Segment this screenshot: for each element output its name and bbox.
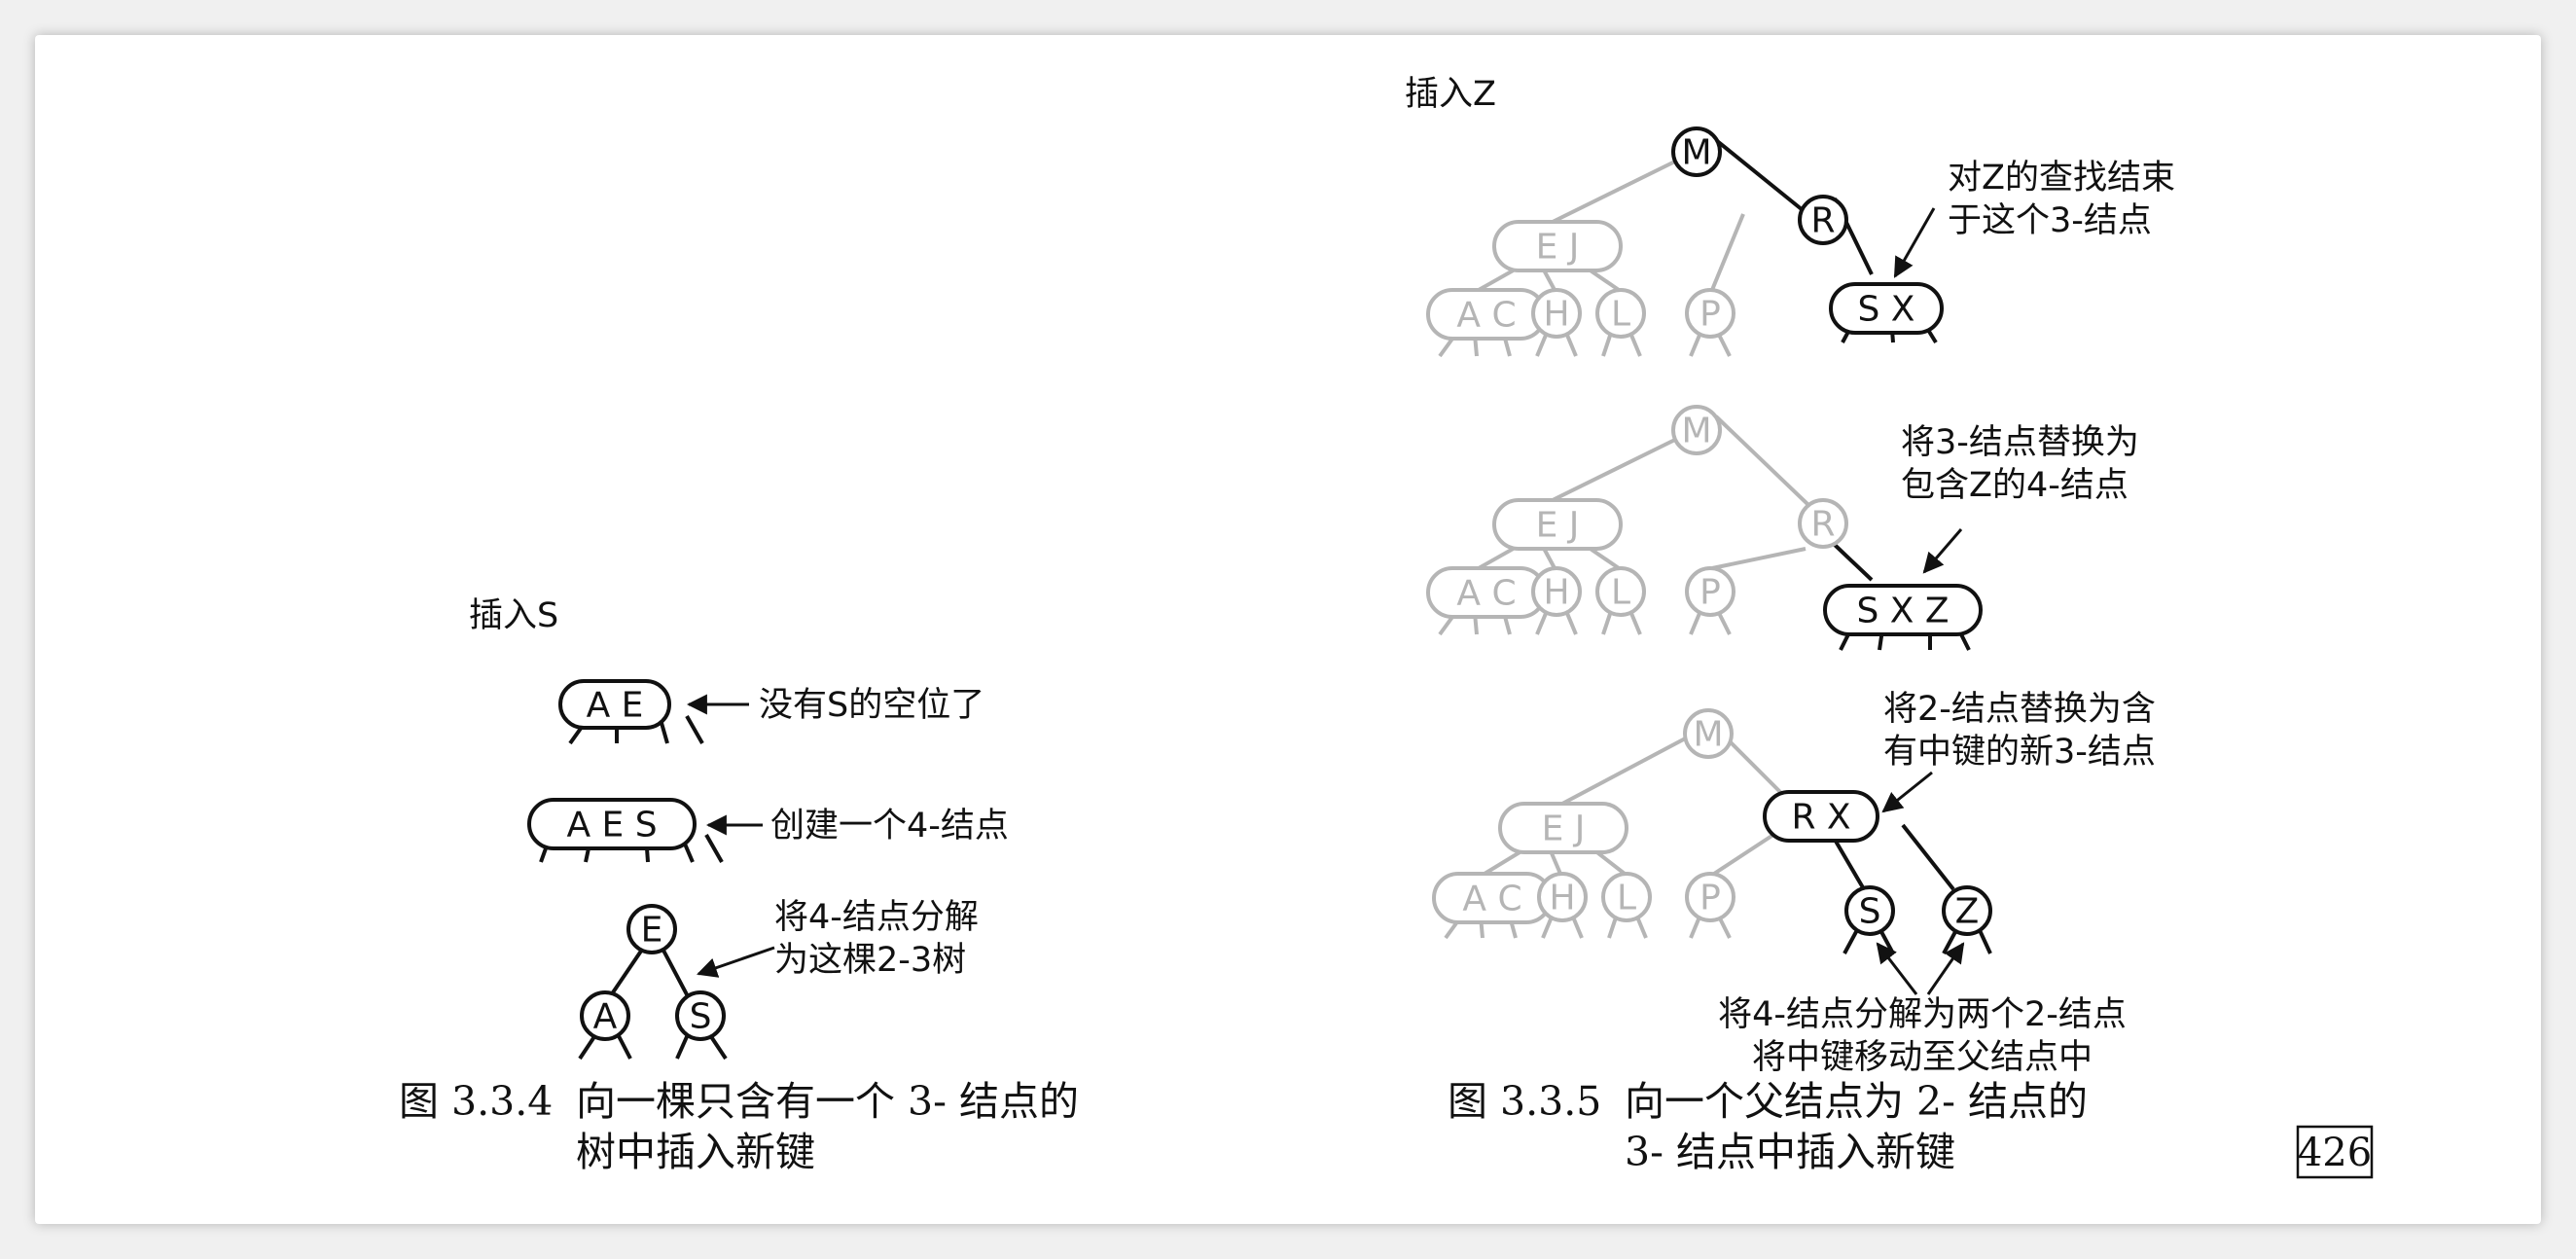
page-number-box: 426 <box>2296 1125 2374 1179</box>
node-ae <box>558 679 671 730</box>
node-z-3-label: Z <box>1955 892 1980 932</box>
annot-replace-1: 将3-结点替换为 <box>1901 423 2139 462</box>
node-z-3 <box>1942 885 1992 936</box>
node-m-3 <box>1683 708 1734 759</box>
annot-split-r2: 将中键移动至父结点中 <box>1752 1038 2093 1077</box>
node-r-1-label: R <box>1810 201 1835 241</box>
node-p-1-label: P <box>1699 295 1721 335</box>
node-rx <box>1763 790 1879 843</box>
node-p-3-label: P <box>1699 879 1721 918</box>
node-e-label: E <box>641 911 663 951</box>
node-m-2 <box>1671 405 1722 455</box>
node-h-1 <box>1531 288 1582 339</box>
figure-canvas: 插入S A E 没有S的空位了 A E S 创建一个4-结点 <box>399 75 2374 1179</box>
node-h-2-label: H <box>1543 573 1569 613</box>
arrow-split <box>697 946 775 978</box>
caption-number-left: 图 3.3.4 <box>399 1078 553 1125</box>
node-e <box>626 904 677 954</box>
node-a-label: A <box>593 997 618 1037</box>
node-s <box>675 990 726 1041</box>
caption-line2-right: 3- 结点中插入新键 <box>1625 1129 1955 1175</box>
node-m-1-label: M <box>1681 133 1711 173</box>
caption-line1-right: 向一个父结点为 2- 结点的 <box>1625 1078 2088 1125</box>
caption-line2-left: 树中插入新键 <box>576 1129 815 1175</box>
node-a <box>580 990 630 1041</box>
annot-create: 创建一个4-结点 <box>770 807 1009 845</box>
node-s-3-label: S <box>1859 892 1881 932</box>
node-ac-1-label: A C <box>1456 296 1516 336</box>
book-page: 插入S A E 没有S的空位了 A E S 创建一个4-结点 <box>35 35 2541 1224</box>
node-l-3 <box>1601 872 1652 922</box>
annot-split-r1: 将4-结点分解为两个2-结点 <box>1718 995 2127 1034</box>
node-r-2 <box>1798 498 1848 549</box>
node-p-2-label: P <box>1699 573 1721 613</box>
figure-3-3-5: 插入Z <box>1405 75 2175 1175</box>
node-ej-3 <box>1498 802 1628 854</box>
annot-split-2: 为这棵2-3树 <box>774 941 966 980</box>
caption-line1-left: 向一棵只含有一个 3- 结点的 <box>576 1078 1079 1125</box>
figure-3-3-4: 插入S A E 没有S的空位了 A E S 创建一个4-结点 <box>399 596 1079 1175</box>
node-ej-2-label: E J <box>1536 506 1580 546</box>
node-l-1-label: L <box>1611 295 1630 335</box>
node-s-3 <box>1844 885 1895 936</box>
annot-search-2: 于这个3-结点 <box>1948 201 2152 240</box>
node-l-1 <box>1595 288 1646 339</box>
node-ac-3-label: A C <box>1462 880 1521 919</box>
tree-step-1: E J A C H L P M R S X 对Z的查找结束 于这个3-结点 <box>1426 126 2175 358</box>
node-ae-label: A E <box>587 686 644 726</box>
arrow-search-end <box>1893 207 1936 278</box>
node-sx-1-label: S X <box>1858 290 1915 330</box>
node-l-3-label: L <box>1617 879 1636 918</box>
caption-number-right: 图 3.3.5 <box>1448 1078 1601 1125</box>
node-aes <box>527 798 697 850</box>
tree-step-2: M E J A C H L P R S X Z 将3-结点替换为 包含Z的4-结… <box>1426 405 2139 651</box>
node-rx-label: R X <box>1791 798 1850 838</box>
node-p-3 <box>1685 872 1735 922</box>
annot-search-1: 对Z的查找结束 <box>1948 159 2175 198</box>
arrow-split-z <box>1926 942 1965 995</box>
node-m-2-label: M <box>1681 412 1711 451</box>
annot-new3-1: 将2-结点替换为含 <box>1883 690 2156 729</box>
annot-split-1: 将4-结点分解 <box>774 898 979 937</box>
arrow-new3 <box>1881 771 1933 813</box>
node-m-1 <box>1671 126 1722 177</box>
node-s-label: S <box>690 997 712 1037</box>
node-ac-2-label: A C <box>1456 574 1516 614</box>
node-ej-1 <box>1492 220 1623 272</box>
node-sx-1 <box>1829 282 1944 335</box>
node-h-1-label: H <box>1543 295 1569 335</box>
node-ej-3-label: E J <box>1542 809 1586 849</box>
page-number: 426 <box>2298 1131 2372 1175</box>
node-h-3-label: H <box>1549 879 1575 918</box>
right-title: 插入Z <box>1405 75 1496 114</box>
node-r-2-label: R <box>1810 505 1835 545</box>
arrow-replace <box>1922 528 1963 574</box>
arrow-split-s <box>1876 942 1918 995</box>
annot-new3-2: 有中键的新3-结点 <box>1883 733 2156 772</box>
node-h-2 <box>1531 566 1582 617</box>
node-aes-label: A E S <box>566 806 657 845</box>
node-l-2-label: L <box>1611 573 1630 613</box>
node-p-2 <box>1685 566 1735 617</box>
left-title: 插入S <box>469 596 558 635</box>
node-m-3-label: M <box>1693 715 1723 755</box>
node-sxz-label: S X Z <box>1856 592 1949 631</box>
node-sxz <box>1823 584 1983 636</box>
node-h-3 <box>1537 872 1588 922</box>
tree-step-3: M E J A C H L P R X S Z 将2-结点替换为含 有中键的新3… <box>1432 690 2156 1077</box>
node-p-1 <box>1685 288 1735 339</box>
node-ej-1-label: E J <box>1536 228 1580 268</box>
node-l-2 <box>1595 566 1646 617</box>
annot-no-room: 没有S的空位了 <box>759 686 984 725</box>
annot-replace-2: 包含Z的4-结点 <box>1901 466 2129 505</box>
node-ej-2 <box>1492 498 1623 551</box>
node-r-1 <box>1798 195 1848 245</box>
